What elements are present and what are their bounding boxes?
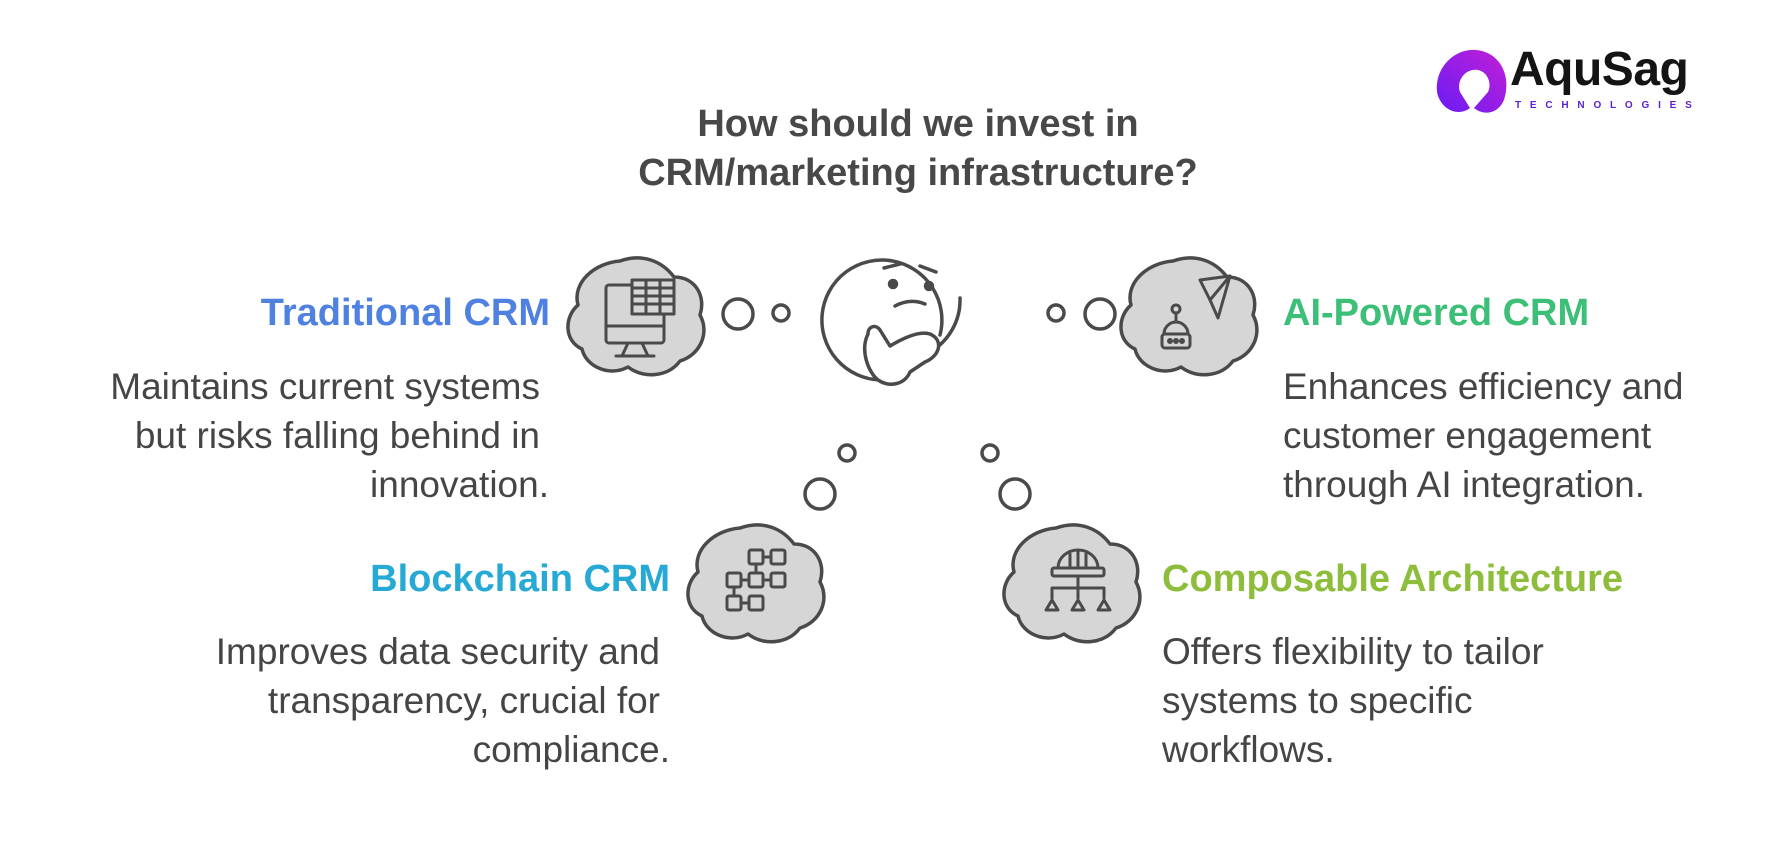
thinking-face-icon — [820, 258, 962, 386]
logo-tagline: TECHNOLOGIES — [1515, 100, 1701, 111]
title-line-2: CRM/marketing infrastructure? — [638, 152, 1198, 194]
desc-line: through AI integration. — [1283, 464, 1646, 505]
thought-dots — [721, 297, 1117, 511]
option-title-traditional: Traditional CRM — [260, 292, 550, 334]
desc-line: Improves data security and — [215, 631, 660, 672]
desc-line: Enhances efficiency and — [1283, 366, 1684, 407]
desc-line: but risks falling behind in — [134, 415, 540, 456]
option-desc-composable: Offers flexibility to tailor systems to … — [1162, 627, 1544, 774]
option-title-composable: Composable Architecture — [1162, 558, 1624, 600]
desc-line: systems to specific — [1162, 680, 1473, 721]
option-title-blockchain: Blockchain CRM — [370, 558, 670, 600]
option-desc-blockchain: Improves data security and transparency,… — [110, 627, 670, 774]
desc-line: transparency, crucial for — [267, 680, 660, 721]
robot-send-icon — [1160, 274, 1232, 350]
cloud-composable — [1002, 523, 1142, 644]
hardhat-hierarchy-icon — [1044, 548, 1112, 612]
option-desc-ai: Enhances efficiency and customer engagem… — [1283, 362, 1683, 509]
desc-line: compliance. — [472, 729, 670, 770]
desc-line: innovation. — [370, 464, 549, 505]
option-desc-traditional: Maintains current systems but risks fall… — [40, 362, 549, 509]
monitor-spreadsheet-icon — [604, 278, 676, 358]
desc-line: workflows. — [1162, 729, 1335, 770]
cloud-blockchain — [686, 523, 826, 644]
title-line-1: How should we invest in — [697, 103, 1139, 145]
blockchain-blocks-icon — [725, 548, 787, 612]
logo-wordmark: AquSag — [1510, 43, 1689, 96]
desc-line: Maintains current systems — [110, 366, 540, 407]
desc-line: customer engagement — [1283, 415, 1652, 456]
option-title-ai: AI-Powered CRM — [1283, 292, 1590, 334]
page-title: How should we invest in CRM/marketing in… — [0, 100, 1776, 198]
cloud-ai — [1119, 256, 1259, 377]
desc-line: Offers flexibility to tailor — [1162, 631, 1544, 672]
